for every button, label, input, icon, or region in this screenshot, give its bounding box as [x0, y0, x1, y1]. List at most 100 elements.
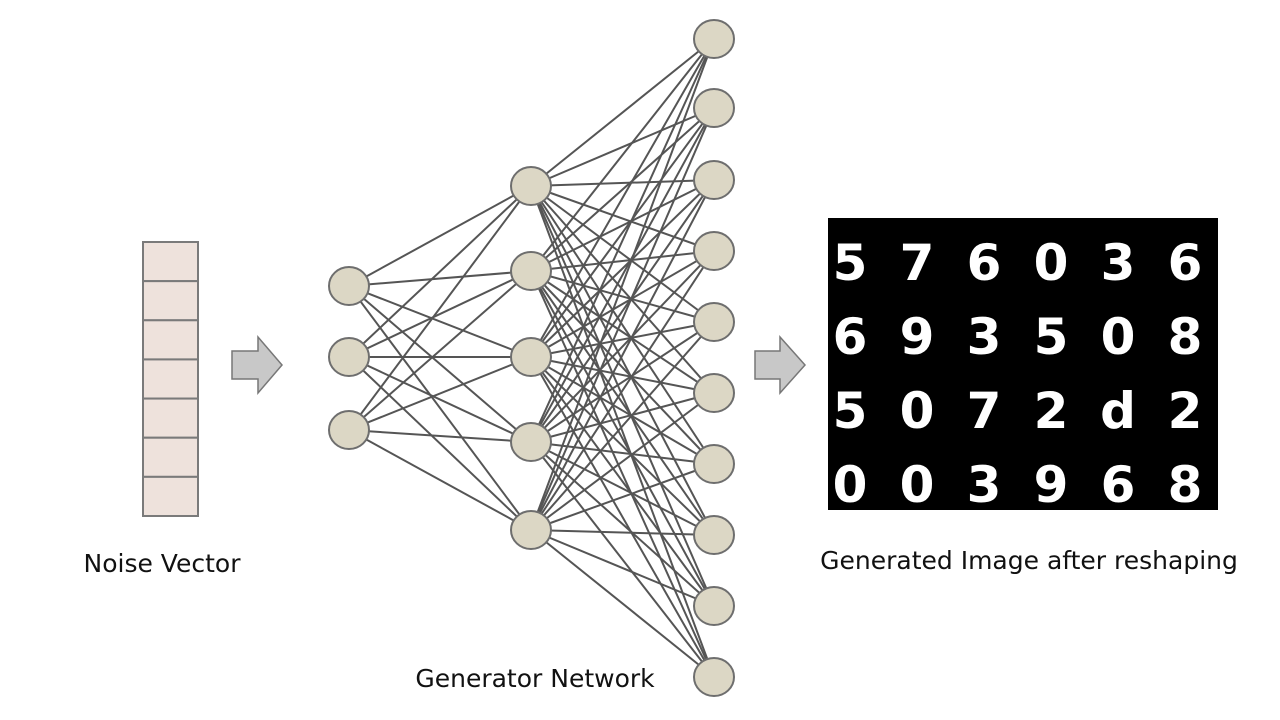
network-nodes: [328, 19, 735, 697]
generated-digit: 2: [1034, 382, 1069, 440]
network-node-layer-1: [328, 410, 370, 450]
generated-digit: 6: [833, 308, 868, 366]
network-node-layer-3: [693, 88, 735, 128]
noise-vector-cell: [142, 436, 199, 478]
network-edge: [530, 270, 715, 394]
network-edge: [348, 429, 532, 531]
network-edge: [348, 356, 532, 431]
network-edge: [348, 356, 532, 531]
network-edge: [530, 179, 715, 187]
noise-vector-cell: [142, 280, 199, 322]
network-edge: [530, 179, 715, 531]
generated-digit: 0: [833, 456, 868, 514]
generated-digit: 5: [1034, 308, 1069, 366]
noise-vector-cell: [142, 241, 199, 283]
network-node-layer-3: [693, 160, 735, 200]
network-node-layer-3: [693, 515, 735, 555]
network-node-layer-3: [693, 657, 735, 697]
network-edge: [530, 185, 715, 323]
generated-digit: 9: [900, 308, 935, 366]
generated-digit: 5: [833, 234, 868, 292]
network-node-layer-3: [693, 586, 735, 626]
network-node-layer-3: [693, 19, 735, 59]
network-edge: [530, 321, 715, 443]
network-node-layer-2: [510, 510, 552, 550]
network-edge: [530, 441, 715, 678]
generated-digit: 3: [1101, 234, 1136, 292]
network-node-layer-2: [510, 166, 552, 206]
network-edge: [530, 185, 715, 465]
network-edge: [530, 38, 715, 187]
network-edge: [530, 250, 715, 272]
generated-digit: 7: [967, 382, 1002, 440]
generated-digit: 9: [1034, 456, 1069, 514]
generated-digit: 6: [1168, 234, 1203, 292]
network-edge: [348, 185, 532, 431]
network-edge: [530, 38, 715, 358]
generated-digit: 0: [900, 382, 935, 440]
network-edge: [530, 441, 715, 607]
network-edge: [530, 179, 715, 443]
noise-vector-label: Noise Vector: [84, 549, 242, 578]
network-edge: [348, 185, 532, 358]
network-edge: [530, 250, 715, 443]
network-edge: [530, 392, 715, 531]
generated-digit: 7: [900, 234, 935, 292]
generated-digit: 2: [1168, 382, 1203, 440]
noise-vector-cell: [142, 397, 199, 439]
arrow-to-network: [231, 334, 283, 396]
network-edge: [348, 356, 532, 443]
network-edge: [530, 356, 715, 465]
network-edge: [530, 250, 715, 358]
network-edge: [348, 185, 532, 287]
network-edge: [530, 107, 715, 531]
arrow-to-image: [754, 335, 807, 395]
generated-digit: 0: [1034, 234, 1069, 292]
network-edge: [530, 107, 715, 358]
network-node-layer-2: [510, 422, 552, 462]
network-node-layer-1: [328, 266, 370, 306]
network-edge: [530, 529, 715, 607]
generated-digit: 8: [1168, 308, 1203, 366]
network-edge: [530, 185, 715, 394]
network-edge: [530, 529, 715, 536]
noise-vector-cell: [142, 475, 199, 518]
network-node-layer-1: [328, 337, 370, 377]
generated-digit: 0: [1101, 308, 1136, 366]
network-node-layer-3: [693, 231, 735, 271]
network-edge: [530, 107, 715, 443]
network-edge: [530, 356, 715, 678]
network-edge: [530, 392, 715, 443]
generated-digit: d: [1100, 382, 1136, 440]
network-edge: [530, 38, 715, 443]
generated-digit: 3: [967, 456, 1002, 514]
network-edge: [530, 179, 715, 272]
generator-network-label: Generator Network: [415, 664, 655, 693]
network-node-layer-3: [693, 373, 735, 413]
noise-vector: [142, 241, 199, 518]
network-edge: [348, 285, 532, 531]
network-edge: [348, 285, 532, 443]
network-edge: [530, 463, 715, 531]
generated-digit: 3: [967, 308, 1002, 366]
generated-image-label: Generated Image after reshaping: [820, 546, 1238, 575]
network-edge: [348, 270, 532, 431]
network-edge: [530, 529, 715, 678]
network-edge: [530, 321, 715, 358]
network-edge: [530, 356, 715, 394]
network-node-layer-3: [693, 444, 735, 484]
generated-digit: 8: [1168, 456, 1203, 514]
generated-digit: 5: [833, 382, 868, 440]
network-node-layer-3: [693, 302, 735, 342]
network-edge: [530, 179, 715, 358]
network-edge: [348, 270, 532, 358]
network-edge: [348, 285, 532, 358]
network-edge: [530, 270, 715, 323]
noise-vector-cell: [142, 319, 199, 361]
generated-digit: 6: [1101, 456, 1136, 514]
network-node-layer-2: [510, 337, 552, 377]
generated-digit: 0: [900, 456, 935, 514]
